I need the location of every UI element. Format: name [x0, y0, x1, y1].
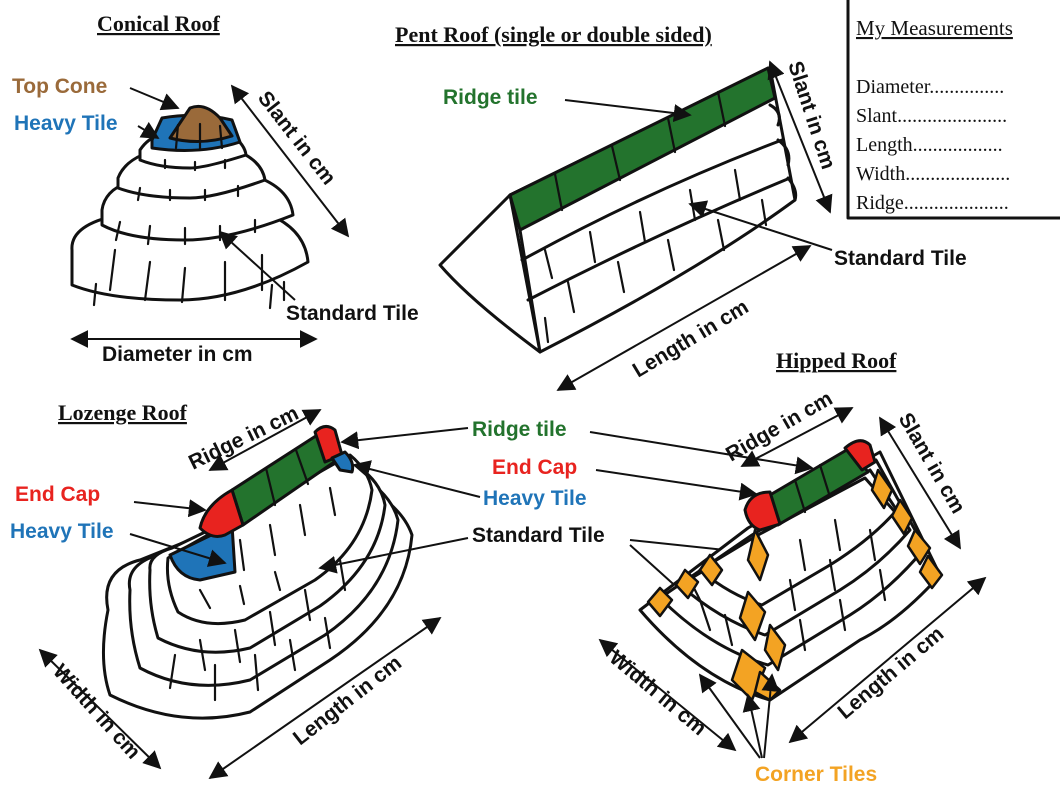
hipped-end-cap-left: [743, 490, 782, 532]
conical-roof-drawing: [70, 104, 310, 310]
hipped-roof-title: Hipped Roof: [776, 348, 897, 373]
shared-ridge-tile-label: Ridge tile: [472, 418, 567, 441]
hipped-corner-tiles-label: Corner Tiles: [755, 763, 877, 786]
shared-standard-tile-label: Standard Tile: [472, 524, 605, 547]
hipped-ridge-label: Ridge in cm: [722, 387, 837, 466]
lozenge-roof-drawing: [102, 425, 414, 720]
measurement-row-width: Width.....................: [856, 163, 1010, 185]
measurement-row-diameter: Diameter...............: [856, 76, 1004, 98]
hipped-roof: Hipped Roof: [598, 348, 987, 786]
pent-ridge-tile-label: Ridge tile: [443, 86, 538, 109]
hipped-roof-drawing: [638, 439, 944, 702]
conical-roof-title: Conical Roof: [97, 11, 221, 36]
lozenge-roof: Lozenge Roof Ridge in cm End Cap Heavy: [10, 400, 442, 780]
shared-end-cap-label: End Cap: [492, 456, 577, 479]
pent-roof-drawing: [438, 66, 798, 354]
pent-roof-title: Pent Roof (single or double sided): [395, 22, 712, 47]
shared-heavy-tile-label: Heavy Tile: [483, 487, 587, 510]
conical-heavy-tile-label: Heavy Tile: [14, 112, 118, 135]
lozenge-heavy-tile-label: Heavy Tile: [10, 520, 114, 543]
pent-standard-tile-label: Standard Tile: [834, 247, 967, 270]
lozenge-roof-title: Lozenge Roof: [58, 400, 188, 425]
measurement-row-slant: Slant......................: [856, 105, 1007, 127]
conical-roof: Conical Roof Top Cone Heavy Tile Slant i…: [12, 11, 419, 366]
lozenge-heavy-tile-right: [330, 450, 355, 474]
measurement-row-length: Length..................: [856, 134, 1003, 156]
top-cone-label: Top Cone: [12, 75, 107, 98]
conical-slant-label: Slant in cm: [253, 87, 340, 189]
lozenge-end-cap-label: End Cap: [15, 483, 100, 506]
conical-diameter-label: Diameter in cm: [102, 343, 253, 366]
conical-standard-tile-label: Standard Tile: [286, 302, 419, 325]
measurement-row-ridge: Ridge.....................: [856, 192, 1009, 214]
measurements-title: My Measurements: [856, 16, 1013, 40]
my-measurements-box: My Measurements Diameter............... …: [846, 0, 1060, 220]
